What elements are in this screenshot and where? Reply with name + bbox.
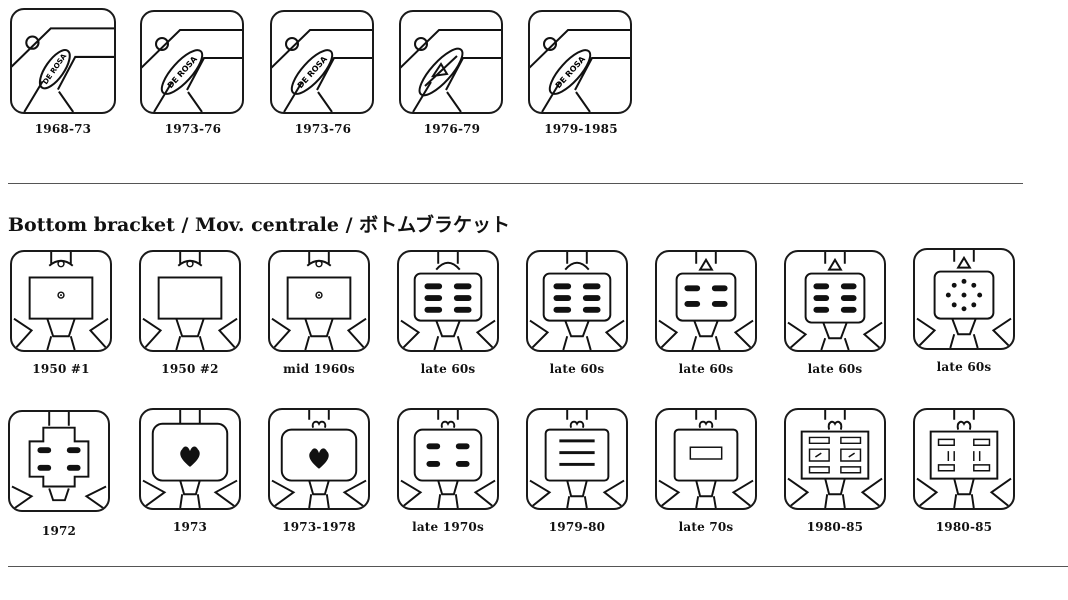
bracket-drawing: [400, 410, 496, 508]
bracket-drawing: [658, 252, 754, 350]
bracket-tile-12: [397, 408, 499, 510]
divider-bottom: [8, 566, 1068, 567]
lug-tile-5: DE ROSA: [528, 10, 632, 114]
section-title-latin: Bottom bracket / Mov. centrale /: [8, 214, 360, 236]
bracket-tile-16: [913, 408, 1015, 510]
bracket-caption: 1950 #2: [161, 362, 219, 376]
lug-caption: 1968-73: [34, 122, 92, 136]
bracket-drawing: [11, 412, 107, 510]
bracket-tile-7: [784, 250, 886, 352]
lug-caption: 1979-1985: [544, 122, 618, 136]
divider-top: [8, 183, 1023, 184]
lug-drawing: [401, 29, 501, 112]
bracket-caption: mid 1960s: [283, 362, 355, 376]
lug-caption: 1973-76: [164, 122, 222, 136]
bracket-caption: late 60s: [807, 362, 863, 376]
bracket-caption: 1973: [172, 520, 208, 534]
bracket-drawing: [787, 410, 883, 508]
bracket-tile-9: [8, 410, 110, 512]
bracket-drawing: [142, 252, 238, 350]
bracket-tile-14: [655, 408, 757, 510]
bracket-tile-11: [268, 408, 370, 510]
bracket-caption: late 60s: [678, 362, 734, 376]
bracket-drawing: [916, 250, 1012, 348]
bracket-caption: late 60s: [549, 362, 605, 376]
bracket-caption: 1972: [41, 524, 77, 538]
lug-tile-3: DE ROSA: [270, 10, 374, 114]
lug-tile-4: [399, 10, 503, 114]
lug-caption: 1973-76: [294, 122, 352, 136]
lug-tile-2: DE ROSA: [140, 10, 244, 114]
bracket-caption: 1980-85: [806, 520, 864, 534]
bracket-caption: late 60s: [420, 362, 476, 376]
section-title-japanese: ボトムブラケット: [359, 214, 511, 236]
bracket-drawing: [400, 252, 496, 350]
bracket-drawing: [13, 252, 109, 350]
bracket-caption: 1979-80: [548, 520, 606, 534]
bracket-tile-2: [139, 250, 241, 352]
bracket-drawing: [271, 410, 367, 508]
lug-drawing: DE ROSA: [12, 27, 114, 112]
lug-drawing: DE ROSA: [530, 29, 630, 112]
lug-drawing: DE ROSA: [272, 29, 372, 112]
bracket-caption: 1980-85: [935, 520, 993, 534]
bracket-caption: 1973-1978: [282, 520, 356, 534]
lug-drawing: DE ROSA: [142, 29, 242, 112]
bracket-caption: late 60s: [936, 360, 992, 374]
bracket-drawing: [142, 410, 238, 508]
lug-tile-1: DE ROSA: [10, 8, 116, 114]
bracket-caption: late 70s: [678, 520, 734, 534]
bracket-tile-3: [268, 250, 370, 352]
bracket-tile-1: [10, 250, 112, 352]
lug-caption: 1976-79: [423, 122, 481, 136]
bracket-tile-15: [784, 408, 886, 510]
bracket-drawing: [529, 252, 625, 350]
bracket-drawing: [529, 410, 625, 508]
section-title: Bottom bracket / Mov. centrale / ボトムブラケッ…: [8, 210, 510, 237]
bracket-tile-8: [913, 248, 1015, 350]
bracket-tile-4: [397, 250, 499, 352]
bracket-drawing: [916, 410, 1012, 508]
bracket-tile-5: [526, 250, 628, 352]
bracket-caption: 1950 #1: [32, 362, 90, 376]
bracket-tile-13: [526, 408, 628, 510]
bracket-drawing: [658, 410, 754, 508]
bracket-drawing: [271, 252, 367, 350]
bracket-tile-6: [655, 250, 757, 352]
bracket-tile-10: [139, 408, 241, 510]
bracket-caption: late 1970s: [412, 520, 484, 534]
bracket-drawing: [787, 252, 883, 350]
